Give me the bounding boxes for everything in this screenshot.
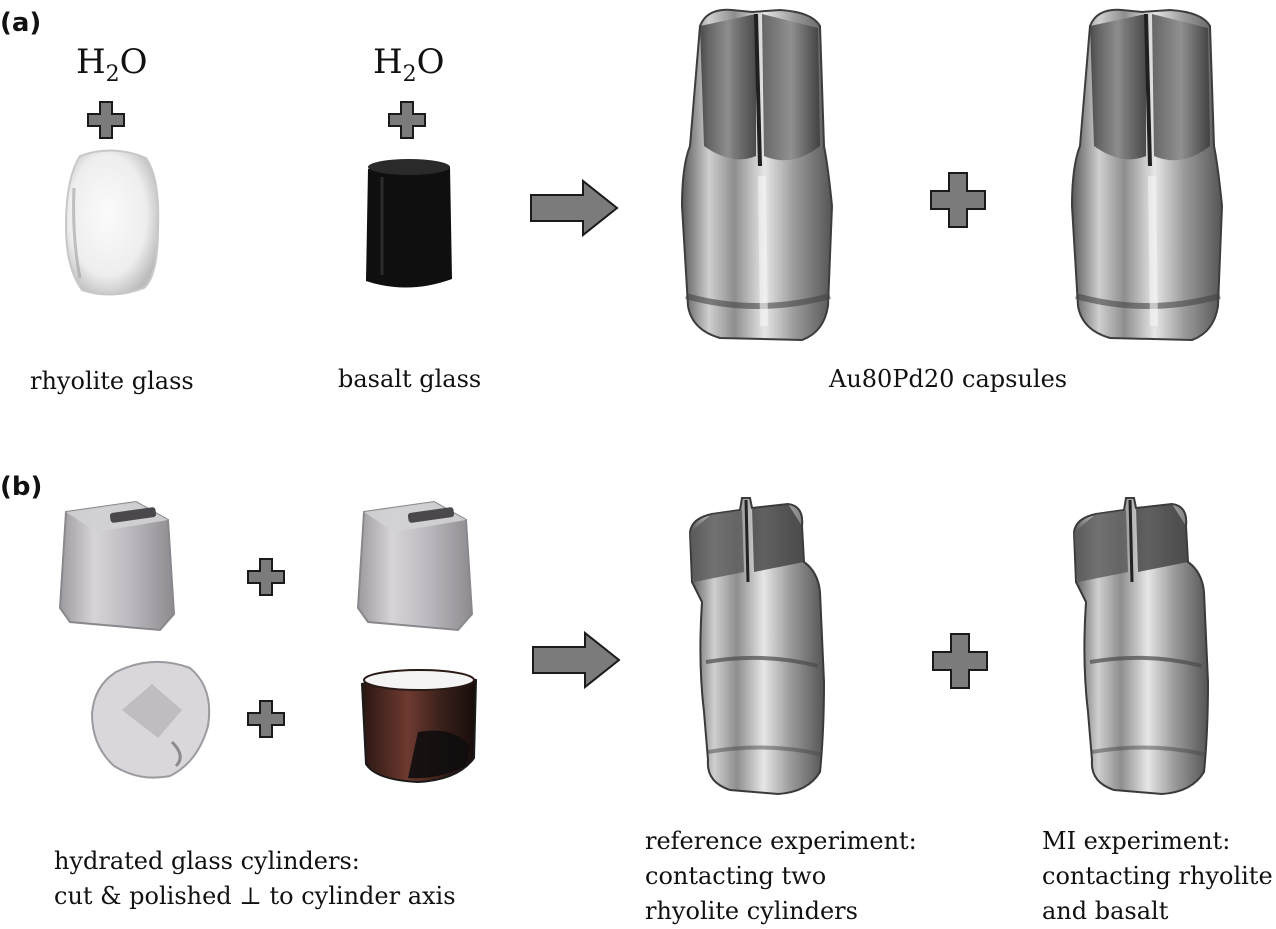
caption-basalt-glass: basalt glass: [338, 365, 482, 393]
crushed-capsule-image: [688, 497, 826, 796]
rhyolite-cylinder-image: [58, 500, 176, 632]
rhyolite-glass-image: [64, 149, 160, 296]
arrow-right-icon: [530, 178, 619, 238]
plus-icon: [87, 101, 125, 139]
plus-icon: [388, 101, 426, 139]
caption-hydrated-cylinders: hydrated glass cylinders: cut & polished…: [54, 847, 456, 910]
caption-rhyolite-glass: rhyolite glass: [30, 367, 194, 395]
plus-icon: [247, 558, 285, 596]
plus-icon: [247, 700, 285, 738]
basalt-glass-image: [366, 159, 452, 288]
caption-reference-experiment: reference experiment: contacting two rhy…: [645, 827, 917, 925]
crushed-capsule-image: [1072, 497, 1210, 796]
basalt-cylinder-image: [360, 669, 478, 784]
arrow-right-icon: [532, 630, 621, 690]
caption-capsules: Au80Pd20 capsules: [829, 365, 1068, 393]
rhyolite-cylinder-image: [356, 500, 474, 632]
au-pd-capsule-image: [680, 8, 834, 342]
panel-a-label: (a): [0, 8, 42, 38]
water-formula-rhyolite: H2O: [76, 42, 148, 87]
rhyolite-cross-section-image: [90, 660, 211, 779]
plus-icon: [930, 172, 986, 228]
panel-b-label: (b): [0, 472, 43, 502]
caption-mi-experiment: MI experiment: contacting rhyolite and b…: [1042, 827, 1273, 925]
au-pd-capsule-image: [1070, 8, 1224, 342]
water-formula-basalt: H2O: [373, 42, 445, 87]
plus-icon: [932, 633, 988, 689]
